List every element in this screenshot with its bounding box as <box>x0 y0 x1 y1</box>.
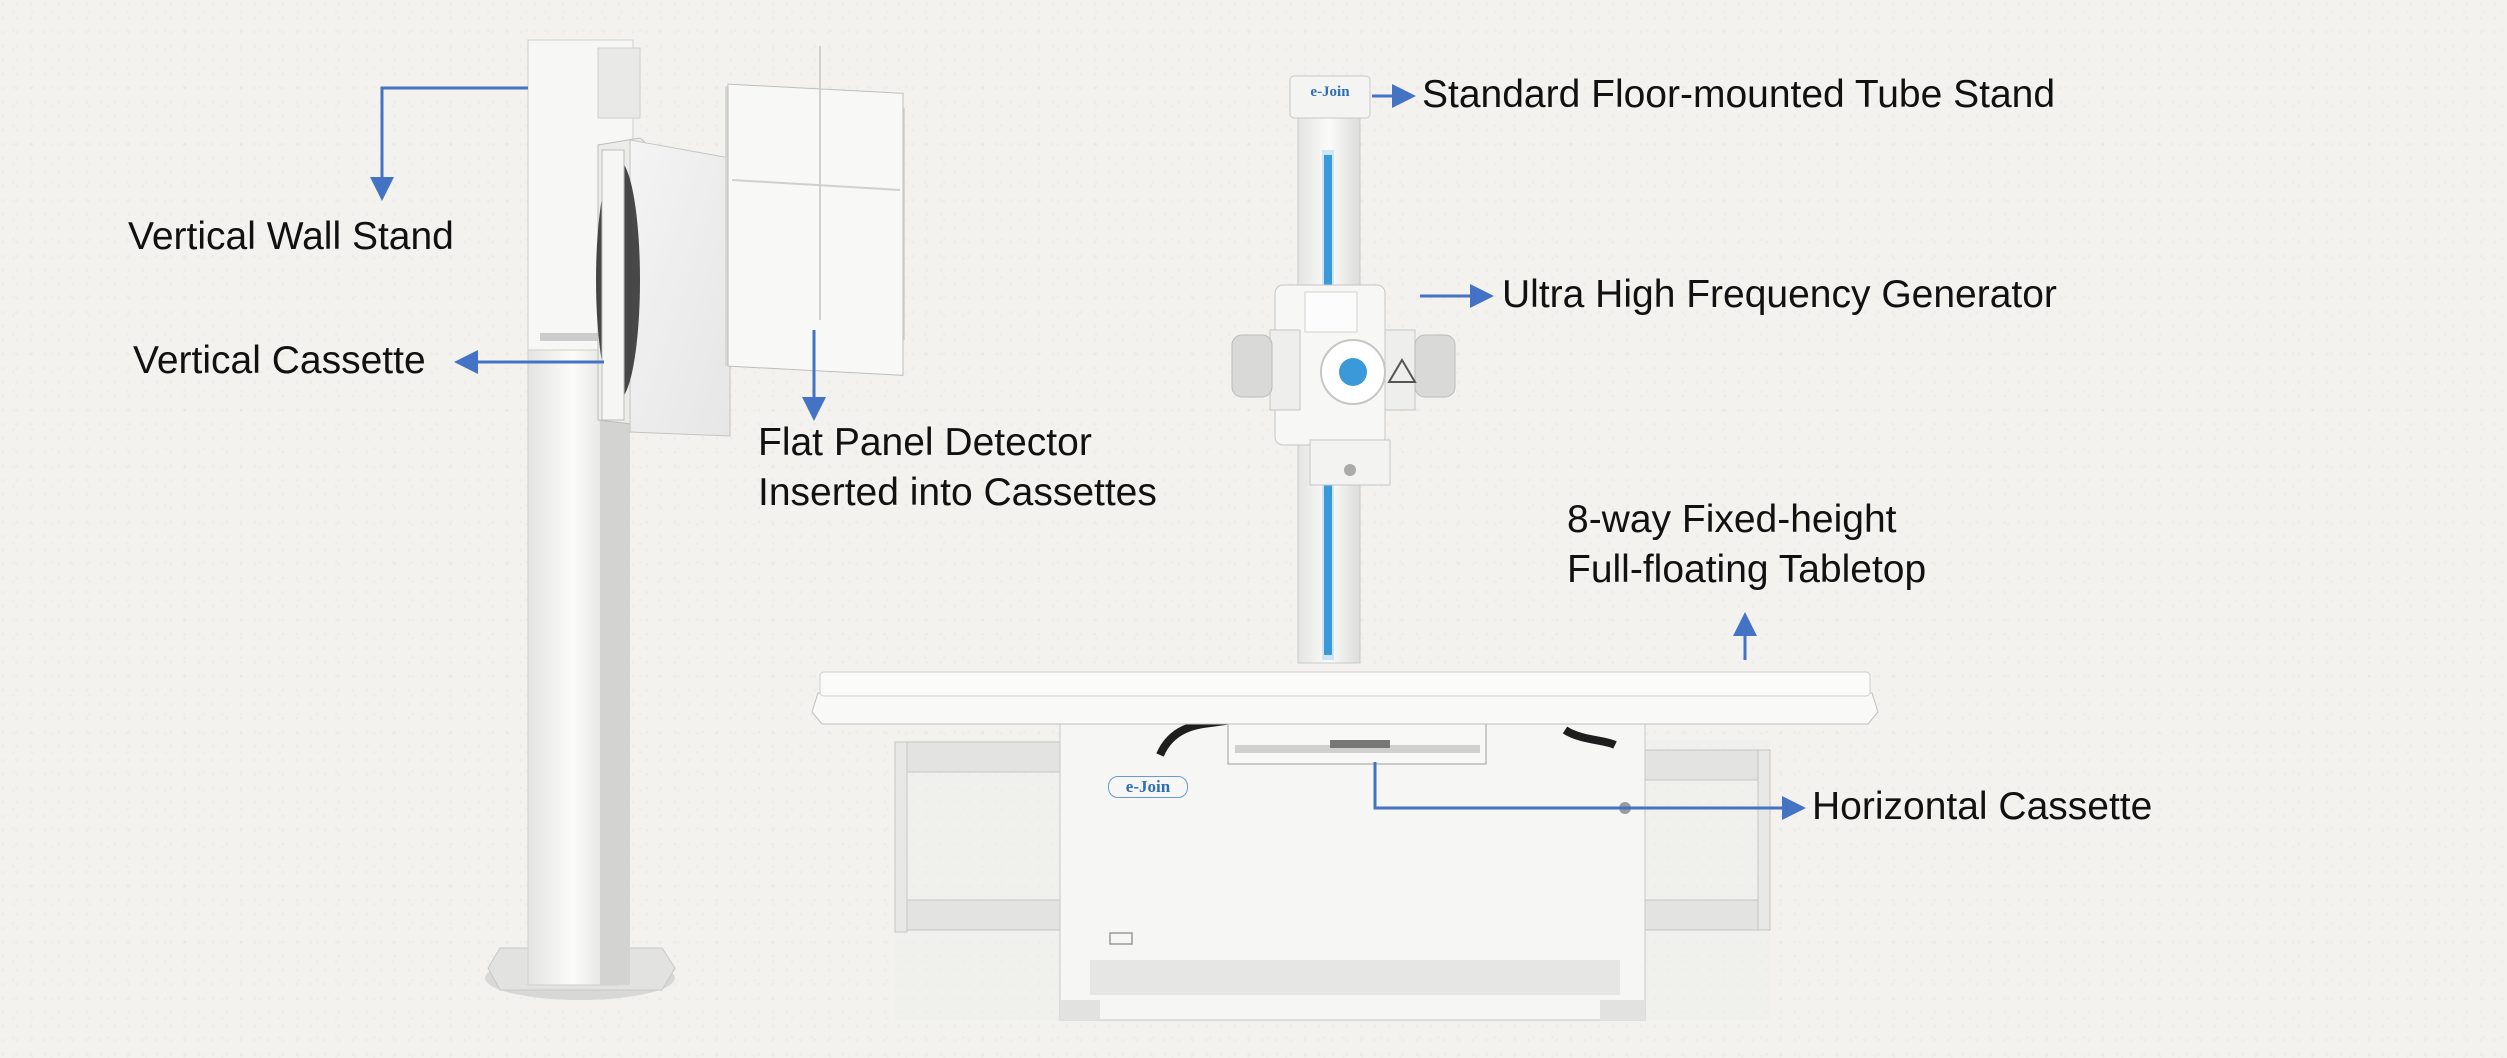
label-flat-panel-line2: Inserted into Cassettes <box>758 471 1157 514</box>
annotation-arrows <box>370 84 1806 820</box>
label-vertical-wall-stand: Vertical Wall Stand <box>128 215 454 258</box>
label-tube-stand: Standard Floor-mounted Tube Stand <box>1422 73 2056 116</box>
label-flat-panel-line1: Flat Panel Detector <box>758 421 1092 464</box>
radiation-warning-icon <box>1387 358 1417 383</box>
xray-tube-head <box>1231 284 1456 486</box>
tube-stand-cap <box>1289 75 1371 119</box>
label-tabletop-line2: Full-floating Tabletop <box>1567 548 1927 591</box>
label-tabletop-line1: 8-way Fixed-height <box>1567 498 1897 541</box>
table-side-rails <box>894 741 1771 933</box>
horizontal-cassette-tray <box>1227 721 1487 765</box>
label-tabletop: 8-way Fixed-height Full-floating Tableto… <box>1567 495 1926 595</box>
label-flat-panel-detector: Flat Panel Detector Inserted into Casset… <box>758 418 1157 518</box>
wall-stand-arrow <box>370 86 528 201</box>
tube-stand-scale <box>1324 155 1332 655</box>
vertical-cassette <box>596 137 731 437</box>
patient-table <box>811 671 1879 1021</box>
label-generator: Ultra High Frequency Generator <box>1502 273 2057 316</box>
collimator-knob <box>1339 358 1367 386</box>
label-horizontal-cassette: Horizontal Cassette <box>1812 785 2153 828</box>
floating-tabletop <box>811 692 1879 725</box>
tube-stand-logo: e-Join <box>1310 84 1350 100</box>
table-port-icon <box>1109 932 1133 945</box>
horizontal-cassette-arrow <box>1373 762 1806 820</box>
label-vertical-cassette: Vertical Cassette <box>133 339 426 382</box>
flat-panel-detector <box>725 46 905 376</box>
table-logo: e-Join <box>1108 776 1188 798</box>
